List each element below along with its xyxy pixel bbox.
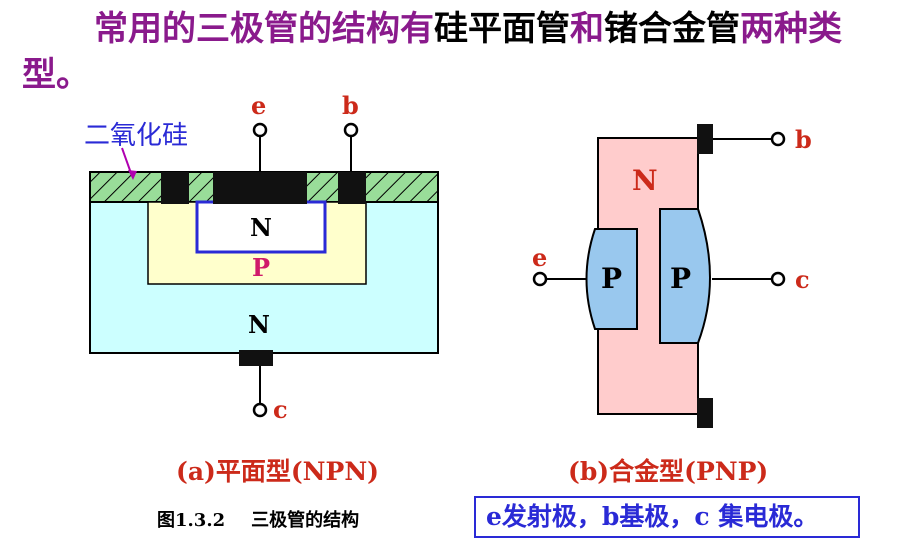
emitter-terminal [252,122,268,138]
emitter-terminal-b [532,271,548,287]
terminal-c-label-b: c [795,265,810,294]
base-contact-left [161,172,189,204]
title-part-1: 常用的三极管的结构有 [94,9,434,49]
base-terminal-b [770,131,786,147]
terminal-e-label-b: e [532,243,547,272]
collector-alloy [659,208,711,344]
terminal-b-label: b [342,91,359,120]
terminal-b-label-b: b [795,125,812,154]
base-region-label: P [252,253,270,282]
emitter-alloy [585,228,638,330]
collector-terminal [252,402,268,418]
oxide-pointer-arrowhead [128,170,137,180]
title-part-5: 两种类 [740,9,842,49]
caption-planar-npn: (a)平面型(NPN) [176,457,380,486]
title-part-2: 硅平面管 [434,9,570,49]
caption-alloy-pnp: (b)合金型(PNP) [568,457,769,486]
terminal-c-label: c [273,395,288,424]
terminal-e-label: e [251,91,266,120]
base-contact-top [697,124,713,154]
diagram-a-planar-npn: 二氧化硅 e b c N P N [84,91,439,424]
base-contact-bottom [697,398,713,428]
figure-number: 图1.3.2 [157,510,226,531]
collector-region-label: N [248,310,270,339]
base-region-label-b: N [632,164,658,197]
base-contact-right [338,172,366,204]
title-part-4: 锗合金管 [604,9,740,49]
figure-caption: 图1.3.2 三极管的结构 [157,506,359,532]
collector-terminal-b [770,271,786,287]
base-terminal [343,122,359,138]
terminal-legend: e发射极，b基极，c 集电极。 [474,496,860,538]
figure-caption-text: 三极管的结构 [251,510,360,531]
emitter-region-label-b: P [601,262,622,295]
diagram-b-alloy-pnp: b e c N P P [532,124,812,428]
page-title: 常用的三极管的结构有硅平面管和锗合金管两种类型。 [22,6,892,98]
collector-contact [239,350,273,366]
emitter-region-label: N [250,213,272,242]
title-part-6: 型。 [22,55,90,95]
emitter-contact [213,172,307,204]
title-part-3: 和 [570,9,604,49]
collector-region-label-b: P [670,262,691,295]
oxide-label: 二氧化硅 [84,121,188,151]
